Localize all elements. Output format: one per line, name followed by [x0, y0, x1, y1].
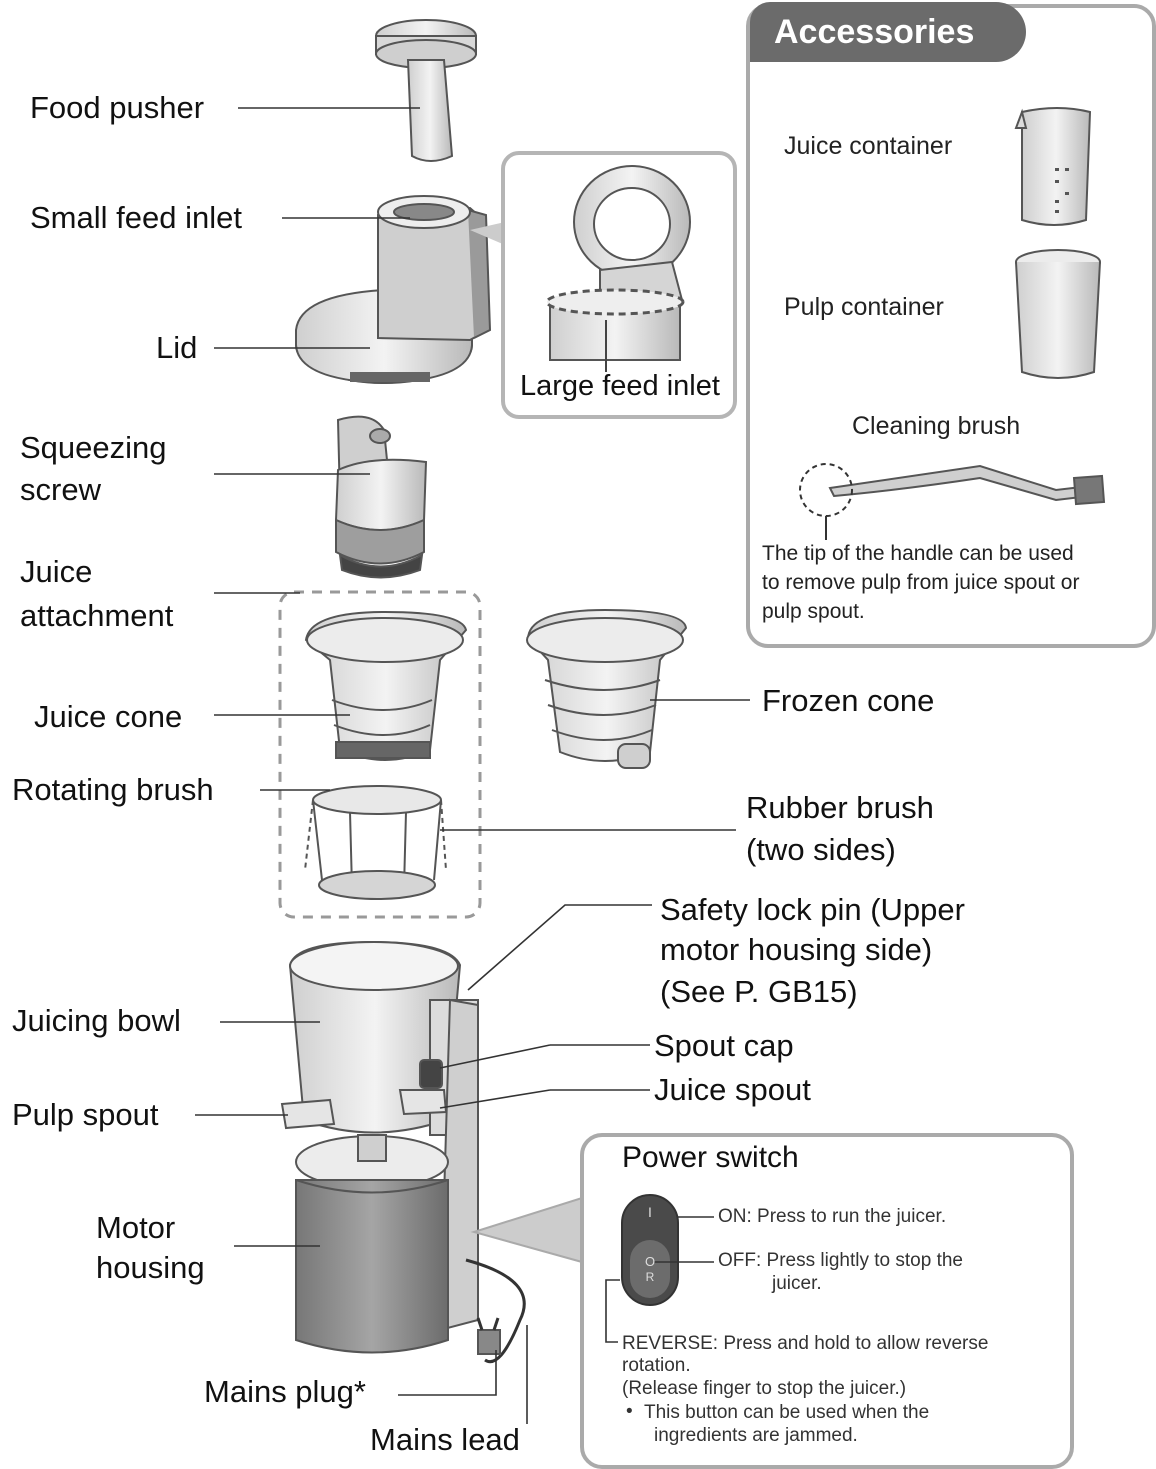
brush-note-line3: pulp spout.: [762, 600, 865, 623]
power-switch-illustrations: [470, 1194, 714, 1343]
power-switch-title: Power switch: [622, 1141, 799, 1174]
label-squeezing-screw-line2: screw: [20, 472, 101, 507]
label-motor-housing-line2: housing: [96, 1250, 205, 1285]
lid-illustration: [295, 195, 492, 385]
label-large-feed-inlet: Large feed inlet: [520, 370, 720, 402]
label-juicing-bowl: Juicing bowl: [12, 1003, 181, 1038]
label-rubber-brush-line2: (two sides): [746, 832, 896, 867]
food-pusher-illustration: [375, 19, 477, 162]
switch-off-mark: O: [644, 1254, 656, 1269]
reverse-text-line3: (Release finger to stop the juicer.): [622, 1378, 907, 1399]
switch-on-mark: I: [648, 1204, 652, 1220]
rotating-brush-illustration: [304, 785, 447, 900]
switch-reverse-mark: R: [645, 1270, 655, 1284]
squeezing-screw-illustration: [334, 415, 428, 579]
label-juice-attachment-line2: attachment: [20, 598, 174, 633]
label-small-feed-inlet: Small feed inlet: [30, 200, 242, 235]
bullet-text-line1: This button can be used when the: [644, 1402, 930, 1423]
label-mains-lead: Mains lead: [370, 1422, 520, 1457]
label-cleaning-brush: Cleaning brush: [852, 412, 1021, 440]
accessories-title: Accessories: [750, 2, 1026, 62]
brush-note-line1: The tip of the handle can be used: [762, 542, 1074, 565]
label-juice-spout: Juice spout: [654, 1072, 811, 1107]
bullet-text-line2: ingredients are jammed.: [654, 1425, 858, 1446]
label-squeezing-screw-line1: Squeezing: [20, 430, 167, 465]
power-on-text: ON: Press to run the juicer.: [718, 1206, 947, 1227]
label-food-pusher: Food pusher: [30, 90, 205, 125]
label-rubber-brush-line1: Rubber brush: [746, 790, 934, 825]
label-motor-housing-line1: Motor: [96, 1210, 176, 1245]
label-juice-attachment-line1: Juice: [20, 554, 93, 589]
power-off-text-line1: OFF: Press lightly to stop the: [718, 1250, 963, 1271]
label-pulp-container: Pulp container: [784, 293, 944, 321]
juice-cone-illustration: [304, 610, 468, 761]
power-off-text-line2: juicer.: [772, 1273, 822, 1294]
reverse-text-line1: REVERSE: Press and hold to allow reverse: [622, 1333, 989, 1354]
label-safety-lock-line2: motor housing side): [660, 932, 933, 967]
leader-lines: [195, 107, 750, 1424]
frozen-cone-illustration: [526, 608, 688, 769]
accessories-illustrations: [799, 107, 1106, 540]
motor-housing-illustration: [295, 998, 526, 1363]
label-spout-cap: Spout cap: [654, 1028, 794, 1063]
label-pulp-spout: Pulp spout: [12, 1097, 159, 1132]
reverse-text-line2: rotation.: [622, 1355, 691, 1376]
large-feed-inlet-callout: [470, 151, 737, 419]
juice-attachment-group-outline: [278, 590, 482, 919]
label-rotating-brush: Rotating brush: [12, 772, 214, 807]
label-safety-lock-line1: Safety lock pin (Upper: [660, 892, 965, 927]
brush-note-line2: to remove pulp from juice spout or: [762, 571, 1080, 594]
label-juice-cone: Juice cone: [34, 699, 183, 734]
label-lid: Lid: [156, 330, 198, 365]
bullet-dot: •: [626, 1401, 633, 1422]
label-safety-lock-line3: (See P. GB15): [660, 974, 858, 1009]
label-mains-plug: Mains plug*: [204, 1374, 366, 1409]
label-juice-container: Juice container: [784, 132, 953, 160]
label-frozen-cone: Frozen cone: [762, 683, 935, 718]
